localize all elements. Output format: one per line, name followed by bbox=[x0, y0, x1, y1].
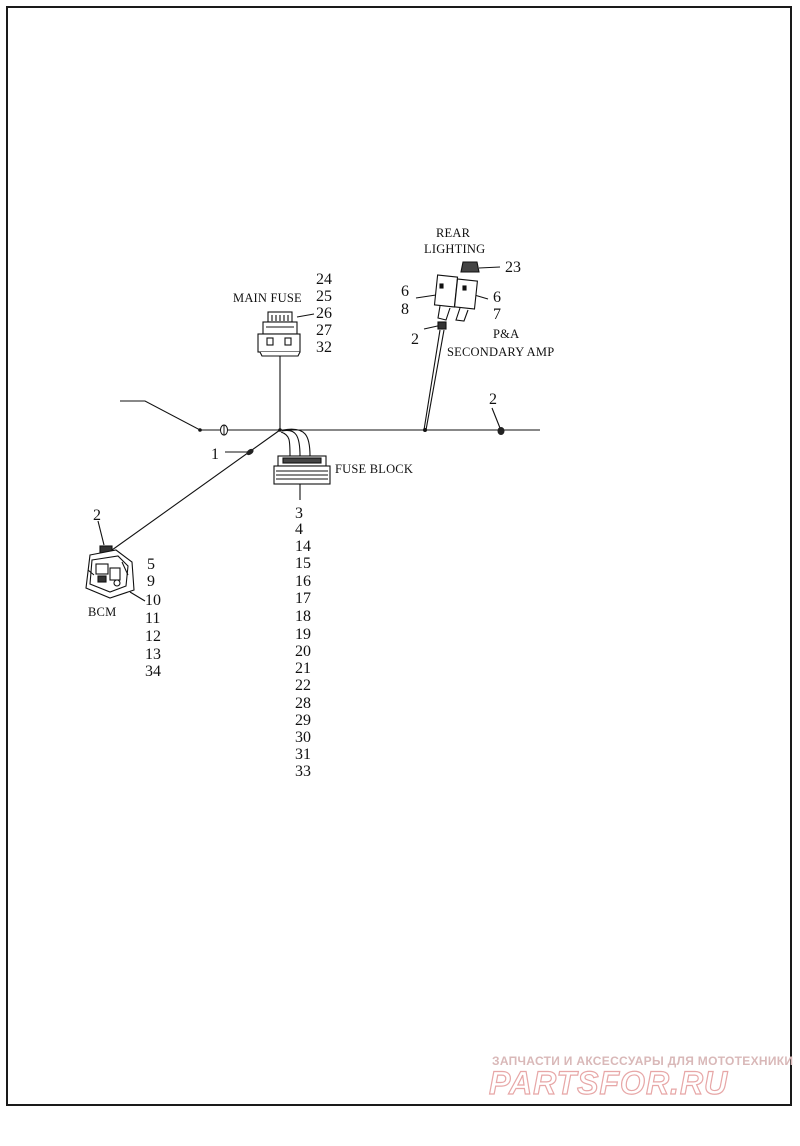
callout: 20 bbox=[295, 643, 311, 660]
main-harness-trunk bbox=[120, 400, 540, 431]
main-fuse-callouts: 24 25 26 27 32 bbox=[316, 271, 332, 356]
rear-lighting-connectors bbox=[433, 261, 480, 330]
callout: 34 bbox=[145, 663, 161, 680]
callout: 13 bbox=[145, 646, 161, 663]
clip-2-trunk bbox=[497, 427, 505, 435]
fuse-block-label: FUSE BLOCK bbox=[335, 462, 413, 476]
callout: 19 bbox=[295, 626, 311, 643]
fuse-block-wires bbox=[280, 428, 311, 457]
page-border bbox=[6, 6, 792, 1106]
main-fuse-label: MAIN FUSE bbox=[233, 291, 302, 305]
callout: 10 bbox=[145, 592, 161, 609]
rear-callouts: 6 8 6 7 23 2 bbox=[401, 259, 521, 348]
pa-label-1: P&A bbox=[493, 327, 519, 341]
callout: 9 bbox=[147, 573, 155, 590]
fuse-block-connector bbox=[273, 455, 331, 485]
callout-clip-2-trunk: 2 bbox=[489, 391, 497, 408]
callout: 22 bbox=[295, 677, 311, 694]
callout-bcm-clip: 2 bbox=[93, 507, 101, 524]
callout: 5 bbox=[147, 556, 155, 573]
fuse-block-callouts: 3 4 14 15 16 17 18 19 20 21 22 28 29 30 … bbox=[295, 505, 311, 780]
callout: 33 bbox=[295, 763, 311, 780]
callout: 25 bbox=[316, 288, 332, 305]
callout: 7 bbox=[493, 306, 501, 323]
watermark-logo: PARTSFOR.RU bbox=[489, 1065, 728, 1101]
pa-label-2: SECONDARY AMP bbox=[447, 345, 554, 359]
callout: 17 bbox=[295, 590, 311, 607]
callout: 16 bbox=[295, 573, 311, 590]
callout: 6 bbox=[493, 289, 501, 306]
bcm-module bbox=[85, 545, 135, 599]
callout: 30 bbox=[295, 729, 311, 746]
callout: 31 bbox=[295, 746, 311, 763]
bcm-label: BCM bbox=[88, 605, 116, 619]
rear-lighting-label-2: LIGHTING bbox=[424, 242, 485, 256]
rear-lighting-label-1: REAR bbox=[436, 226, 471, 240]
bcm-branch-clip bbox=[246, 448, 254, 456]
callout: 12 bbox=[145, 628, 161, 645]
callout: 29 bbox=[295, 712, 311, 729]
callout: 26 bbox=[316, 305, 332, 322]
bcm-callouts: 5 9 10 11 12 13 34 bbox=[145, 556, 161, 680]
callout: 27 bbox=[316, 322, 332, 339]
clip-1 bbox=[220, 424, 228, 436]
bcm-branch-wire bbox=[111, 429, 281, 551]
callout: 24 bbox=[316, 271, 332, 288]
callout: 4 bbox=[295, 521, 303, 538]
watermark-tagline: ЗАПЧАСТИ И АКСЕССУАРЫ ДЛЯ МОТОТЕХНИКИ bbox=[492, 1054, 793, 1068]
callout: 32 bbox=[316, 339, 332, 356]
callout: 14 bbox=[295, 538, 311, 555]
callout: 2 bbox=[411, 331, 419, 348]
callout: 18 bbox=[295, 608, 311, 625]
callout-clip-1: 1 bbox=[211, 446, 219, 463]
callout: 6 bbox=[401, 283, 409, 300]
callout: 15 bbox=[295, 555, 311, 572]
callout: 23 bbox=[505, 259, 521, 276]
callout: 28 bbox=[295, 695, 311, 712]
callout: 8 bbox=[401, 301, 409, 318]
callout: 3 bbox=[295, 505, 303, 522]
main-fuse-connector bbox=[257, 311, 301, 357]
rear-lighting-branch-wire bbox=[423, 329, 441, 431]
callout: 11 bbox=[145, 610, 160, 627]
callout: 21 bbox=[295, 660, 311, 677]
